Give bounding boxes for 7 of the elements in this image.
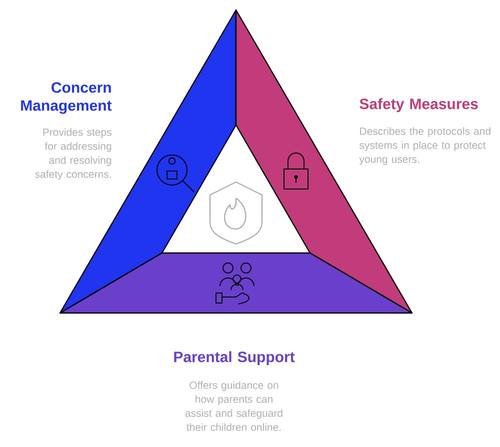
description: Describes the protocols and systems in place to protect young users. — [359, 127, 490, 165]
description: Offers guidance on how parents can assist and safeguard their children online. — [185, 381, 282, 431]
heading: Safety Measures — [360, 98, 478, 112]
heading: Concern Management — [21, 82, 112, 114]
triangle-band — [59, 252, 413, 314]
heading: Parental Support — [174, 351, 295, 366]
description: Provides steps for addressing and resolving safety concerns. — [35, 128, 112, 180]
